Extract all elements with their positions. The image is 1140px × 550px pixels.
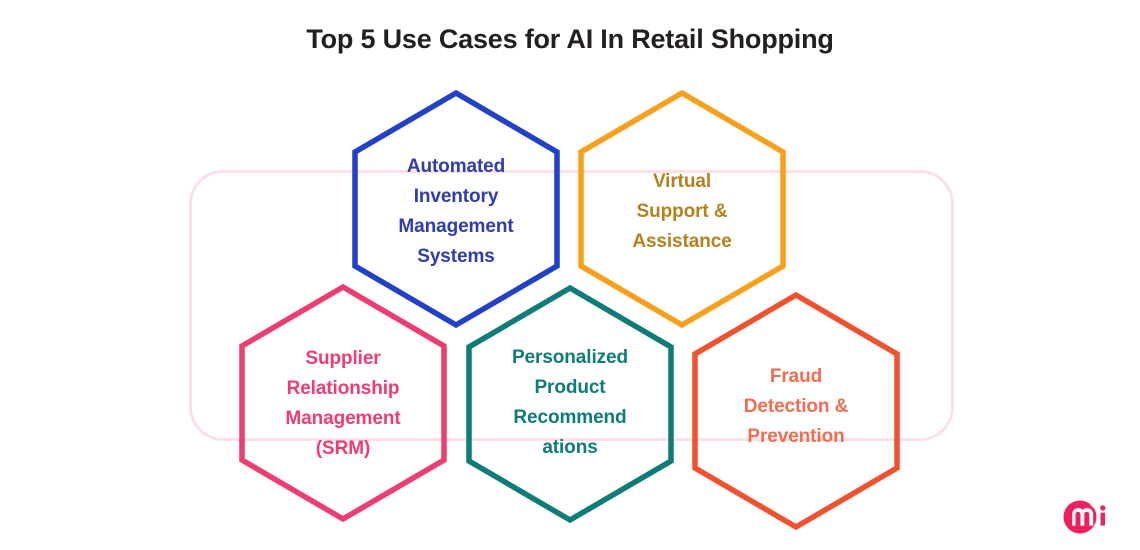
hexagon-shape-icon [352, 89, 560, 329]
hexagon-supplier-relationship-management[interactable]: Supplier Relationship Management (SRM) [239, 283, 447, 523]
hexagon-personalized-product-recommendations[interactable]: Personalized Product Recommend ations [466, 284, 674, 524]
hexagon-fraud-detection-prevention[interactable]: Fraud Detection & Prevention [692, 291, 900, 531]
hexagon-shape-icon [578, 89, 786, 329]
hexagon-shape-icon [239, 283, 447, 523]
hexagon-shape-icon [692, 291, 900, 531]
brand-logo[interactable] [1063, 500, 1117, 534]
hexagon-shape-icon [466, 284, 674, 524]
background-rounded-frame [189, 170, 954, 441]
brand-logo-icon [1063, 500, 1106, 534]
page-title: Top 5 Use Cases for AI In Retail Shoppin… [306, 24, 834, 54]
